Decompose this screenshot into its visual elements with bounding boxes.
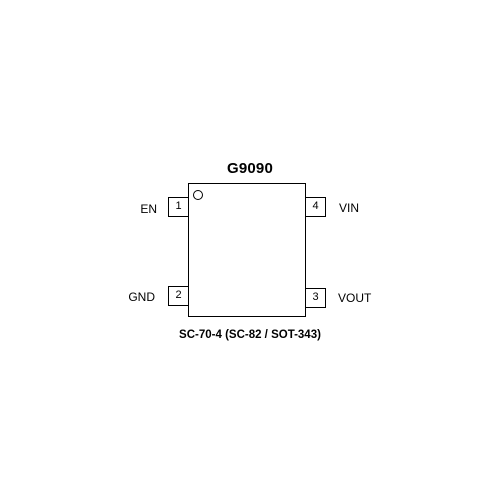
part-name: G9090 xyxy=(226,160,274,177)
package-name: SC-70-4 (SC-82 / SOT-343) xyxy=(179,329,321,341)
pin1-marker-icon xyxy=(193,190,203,200)
pin-label-vin: VIN xyxy=(339,201,360,215)
pin-number-4: 4 xyxy=(306,197,326,217)
package-body xyxy=(188,183,306,317)
pin-label-vout: VOUT xyxy=(338,291,372,305)
pin-label-en: EN xyxy=(140,202,157,216)
pin-number-1: 1 xyxy=(168,197,188,217)
pin-number-2: 2 xyxy=(168,286,188,306)
pin-number-3: 3 xyxy=(306,288,326,308)
pin-label-gnd: GND xyxy=(128,290,155,304)
